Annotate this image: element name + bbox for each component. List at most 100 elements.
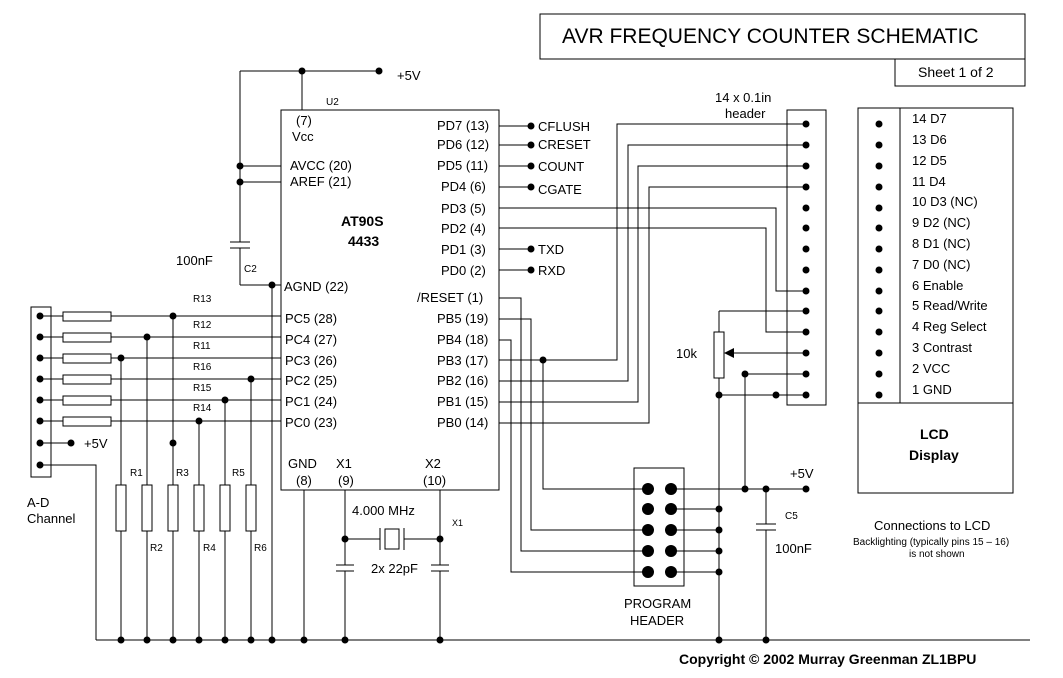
header14-label-line2: header	[725, 106, 766, 121]
signal-cflush: CFLUSH	[538, 119, 590, 134]
lcd-title-line1: LCD	[920, 426, 949, 442]
pin-pd3: PD3 (5)	[441, 201, 486, 216]
program-header-label-line2: HEADER	[630, 613, 684, 628]
pin-agnd: AGND (22)	[284, 279, 348, 294]
lcd-data-wiring	[499, 123, 806, 424]
pot-value: 10k	[676, 346, 697, 361]
ad-input-network: +5V A-D Channel R13 R12 R11 R16 R15 R14	[27, 285, 281, 640]
crystal-load-caps: 2x 22pF	[371, 561, 418, 576]
pin-pc1: PC1 (24)	[285, 394, 337, 409]
title-block: AVR FREQUENCY COUNTER SCHEMATIC Sheet 1 …	[539, 13, 1026, 87]
header14-body	[786, 109, 827, 406]
pin-pd6: PD6 (12)	[437, 137, 489, 152]
pin-pb5: PB5 (19)	[437, 311, 488, 326]
pin-gnd-num: (8)	[296, 473, 312, 488]
label-r14: R14	[193, 403, 212, 414]
crystal-oscillator: 4.000 MHz X1 2x 22pF	[303, 490, 463, 640]
resistor-r13	[62, 311, 112, 322]
header-14pin: 14 x 0.1in header	[715, 90, 827, 406]
resistor-r2	[141, 484, 153, 532]
label-r16: R16	[193, 362, 212, 373]
signal-creset: CRESET	[538, 137, 591, 152]
pin-pc3: PC3 (26)	[285, 353, 337, 368]
pin-pd4: PD4 (6)	[441, 179, 486, 194]
pin-pb3: PB3 (17)	[437, 353, 488, 368]
lcd-title-line2: Display	[909, 447, 959, 463]
lcd-pin-7: 7 D0 (NC)	[912, 257, 971, 272]
pin-pd0: PD0 (2)	[441, 263, 486, 278]
signal-count: COUNT	[538, 159, 584, 174]
pin-x1-num: (9)	[338, 473, 354, 488]
resistor-r4	[193, 484, 205, 532]
pot-10k	[713, 331, 725, 379]
label-r1: R1	[130, 468, 143, 479]
label-r12: R12	[193, 320, 212, 331]
pin-pc5: PC5 (28)	[285, 311, 337, 326]
program-header: PROGRAM HEADER +5V	[499, 297, 814, 628]
resistor-r16	[62, 374, 112, 385]
label-r5: R5	[232, 468, 245, 479]
mcu-vcc-pin: (7)	[296, 113, 312, 128]
lcd-body	[857, 107, 1014, 494]
resistor-r6	[245, 484, 257, 532]
mcu-designator: U2	[326, 97, 339, 108]
c2-value: 100nF	[176, 253, 213, 268]
c5-value: 100nF	[775, 541, 812, 556]
lcd-pin-13: 13 D6	[912, 132, 947, 147]
pin-pd7: PD7 (13)	[437, 118, 489, 133]
sheet-number: Sheet 1 of 2	[918, 64, 994, 80]
pin-pb1: PB1 (15)	[437, 394, 488, 409]
top-supply: +5V 100nF C2	[176, 67, 421, 289]
crystal-ref: X1	[452, 518, 463, 528]
schematic-title: AVR FREQUENCY COUNTER SCHEMATIC	[562, 25, 979, 48]
lcd-pin-4: 4 Reg Select	[912, 319, 987, 334]
lcd-note-title: Connections to LCD	[874, 518, 990, 533]
lcd-display: 14 D7 13 D6 12 D5 11 D4 10 D3 (NC) 9 D2 …	[857, 107, 1014, 494]
pin-x2-name: X2	[425, 456, 441, 471]
pin-aref: AREF (21)	[290, 174, 351, 189]
ad-vcc-label: +5V	[84, 436, 108, 451]
notes: Connections to LCD Backlighting (typical…	[679, 518, 1009, 667]
lcd-pin-8: 8 D1 (NC)	[912, 236, 971, 251]
pin-pc0: PC0 (23)	[285, 415, 337, 430]
c5-ref: C5	[785, 511, 798, 522]
lcd-pin-5: 5 Read/Write	[912, 298, 988, 313]
pin-pd5: PD5 (11)	[437, 158, 488, 173]
label-r3: R3	[176, 468, 189, 479]
lcd-pin-1: 1 GND	[912, 382, 952, 397]
lcd-pin-12: 12 D5	[912, 153, 947, 168]
lcd-pin-2: 2 VCC	[912, 361, 950, 376]
resistor-r11	[62, 353, 112, 364]
pin-pb0: PB0 (14)	[437, 415, 488, 430]
cap-c5: C5 100nF	[756, 489, 812, 640]
program-header-label-line1: PROGRAM	[624, 596, 691, 611]
header14-label-line1: 14 x 0.1in	[715, 90, 771, 105]
vcc-label-program: +5V	[790, 466, 814, 481]
resistor-r3	[167, 484, 179, 532]
label-r2: R2	[150, 543, 163, 554]
signal-cgate: CGATE	[538, 182, 582, 197]
ad-label-line2: Channel	[27, 511, 76, 526]
pin-pb2: PB2 (16)	[437, 373, 488, 388]
pin-pc4: PC4 (27)	[285, 332, 337, 347]
lcd-note-line1: Backlighting (typically pins 15 – 16)	[853, 537, 1009, 548]
lcd-pin-3: 3 Contrast	[912, 340, 972, 355]
pin-avcc: AVCC (20)	[290, 158, 352, 173]
label-r13: R13	[193, 294, 212, 305]
resistor-r1	[115, 484, 127, 532]
signal-rxd: RXD	[538, 263, 565, 278]
lcd-pin-14: 14 D7	[912, 111, 947, 126]
mcu-body	[280, 109, 500, 491]
pin-pd1: PD1 (3)	[441, 242, 486, 257]
junction	[298, 67, 306, 75]
ad-label-line1: A-D	[27, 495, 49, 510]
lcd-note-line2: is not shown	[909, 549, 965, 560]
lcd-pin-10: 10 D3 (NC)	[912, 194, 978, 209]
mcu-vcc-label: Vcc	[292, 129, 314, 144]
mcu-at90s4433: U2 (7) Vcc AT90S 4433 AVCC (20) AREF (21…	[280, 97, 500, 491]
pin-pb4: PB4 (18)	[437, 332, 488, 347]
pin-x2-num: (10)	[423, 473, 446, 488]
resistor-r15	[62, 395, 112, 406]
resistor-r12	[62, 332, 112, 343]
